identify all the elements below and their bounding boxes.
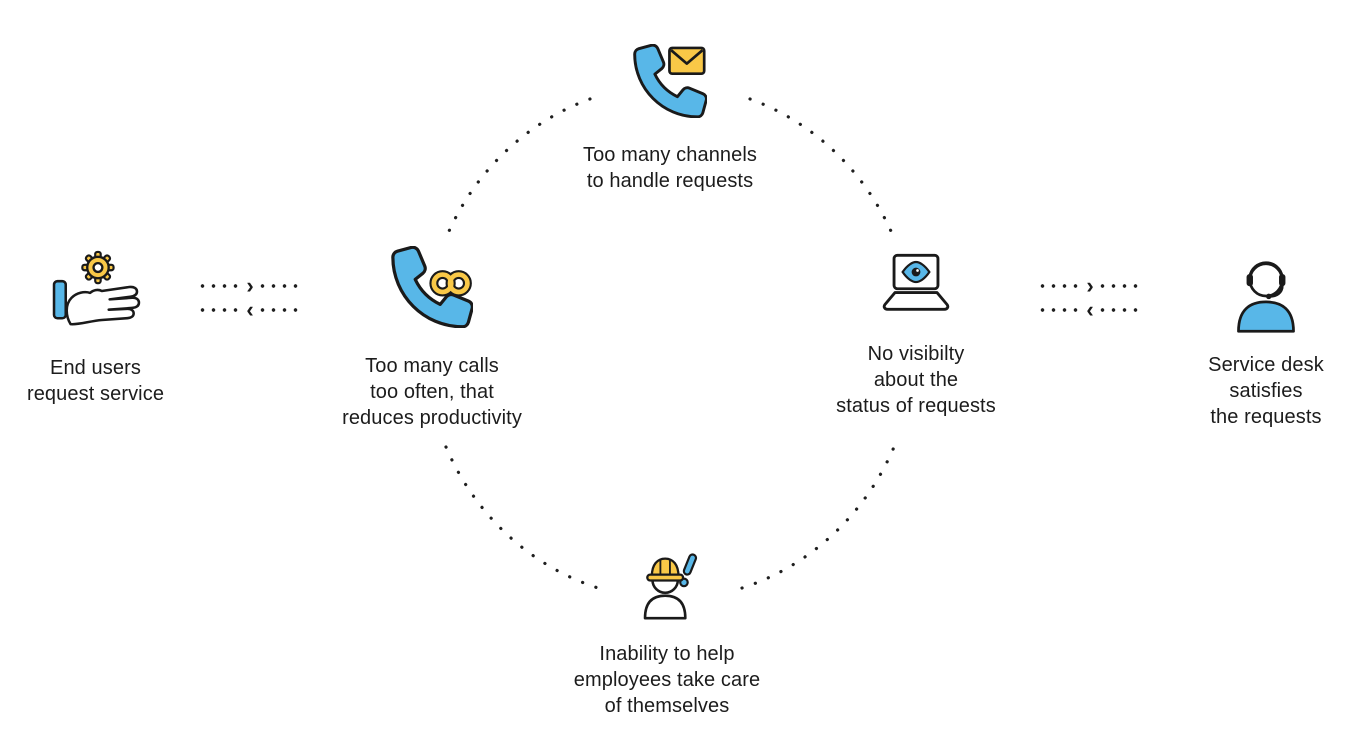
headset-mic-arm xyxy=(1270,285,1284,298)
phone-handset-shape xyxy=(633,44,707,118)
agent-headset-icon xyxy=(1222,246,1310,334)
chevron-left-icon: ‹ xyxy=(246,297,254,322)
hard-hat-dome xyxy=(650,557,680,578)
arrow-row-backward: ‹ xyxy=(1037,297,1144,322)
hand-gear-icon xyxy=(49,248,143,330)
phone-mail-icon xyxy=(633,44,707,118)
laptop-eye-icon xyxy=(870,252,962,315)
node-label: Too many channels to handle requests xyxy=(582,144,758,192)
phone-handset-shape xyxy=(391,246,473,328)
dotted-line xyxy=(1096,308,1144,312)
dotted-line xyxy=(1096,284,1144,288)
chevron-left-icon: ‹ xyxy=(1086,297,1094,322)
node-too-many-calls: Too many calls too often, that reduces p… xyxy=(318,246,546,431)
node-service-desk: Service desk satisfies the requests xyxy=(1161,246,1370,430)
agent-body xyxy=(1237,300,1295,333)
arrow-row-forward: › xyxy=(197,273,304,298)
dotted-line xyxy=(197,308,244,312)
node-end-users: End users request service xyxy=(3,248,188,407)
headset-earcup-left xyxy=(1246,273,1253,287)
card-shape xyxy=(52,279,67,320)
dotted-line xyxy=(256,284,304,288)
open-hand-shape xyxy=(64,285,140,326)
worker-alert-icon xyxy=(623,531,711,621)
node-label: Too many calls too often, that reduces p… xyxy=(342,355,522,429)
worker-body xyxy=(643,594,687,620)
arrow-row-backward: ‹ xyxy=(197,297,304,322)
laptop-base xyxy=(882,291,950,311)
dotted-line xyxy=(1037,284,1084,288)
hard-hat-brim xyxy=(646,573,685,582)
headset-earcup-right xyxy=(1279,273,1286,287)
headset-band xyxy=(1248,261,1284,278)
node-label: Service desk satisfies the requests xyxy=(1208,354,1324,428)
eye-pupil xyxy=(911,267,921,277)
headset-mic xyxy=(1266,293,1272,300)
left-bidirectional-arrows: › ‹ xyxy=(197,273,304,322)
chevron-right-icon: › xyxy=(1086,273,1094,298)
dotted-line xyxy=(1037,308,1084,312)
node-label: No visibilty about the status of request… xyxy=(836,343,996,417)
node-too-many-channels: Too many channels to handle requests xyxy=(543,44,797,194)
envelope-shape xyxy=(668,46,706,76)
node-label: End users request service xyxy=(26,357,165,405)
node-no-visibility: No visibilty about the status of request… xyxy=(805,252,1027,419)
node-self-help: Inability to help employees take care of… xyxy=(533,531,801,719)
dotted-line xyxy=(197,284,244,288)
arrow-row-forward: › xyxy=(1037,273,1144,298)
node-label: Inability to help employees take care of… xyxy=(573,643,761,717)
exclamation-shape xyxy=(679,553,698,588)
dotted-line xyxy=(256,308,304,312)
phone-infinity-icon xyxy=(391,246,473,328)
infinity-shape xyxy=(429,270,472,297)
chevron-right-icon: › xyxy=(246,273,254,298)
right-bidirectional-arrows: › ‹ xyxy=(1037,273,1144,322)
